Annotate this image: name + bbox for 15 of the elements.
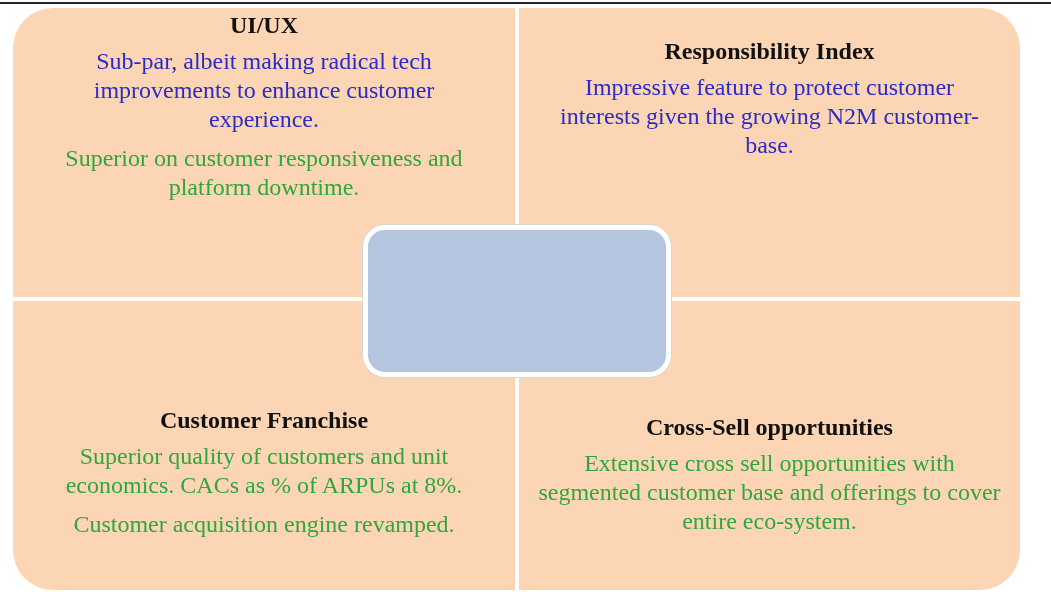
quadrant-panel: [519, 301, 1020, 590]
quadrant-text: Impressive feature to protect customer interests given the growing N2M customer-base.: [559, 73, 980, 160]
quadrant-heading: UI/UX: [230, 12, 298, 39]
quadrant-text: Superior on customer responsiveness and platform downtime.: [64, 144, 464, 202]
quadrant-heading: Responsibility Index: [664, 38, 875, 65]
quadrant-panel: [13, 8, 515, 297]
quadrant-panel: [519, 8, 1020, 297]
quadrant-heading: Customer Franchise: [159, 407, 369, 434]
quadrant-text: Superior quality of customers and unit economics. CACs as % of ARPUs at 8%.: [64, 442, 464, 500]
quadrant-text: Customer acquisition engine revamped.: [72, 510, 456, 539]
quadrant-text: Extensive cross sell opportunities with segmented customer base and offerings to cover entire eco-system.: [537, 449, 1002, 536]
quadrant-panel: [13, 301, 515, 590]
quadrant-heading: Cross-Sell opportunities: [646, 414, 893, 441]
center-box: [363, 225, 671, 377]
quadrant-text: Sub-par, albeit making radical tech improvements to enhance customer experience.: [92, 47, 436, 134]
